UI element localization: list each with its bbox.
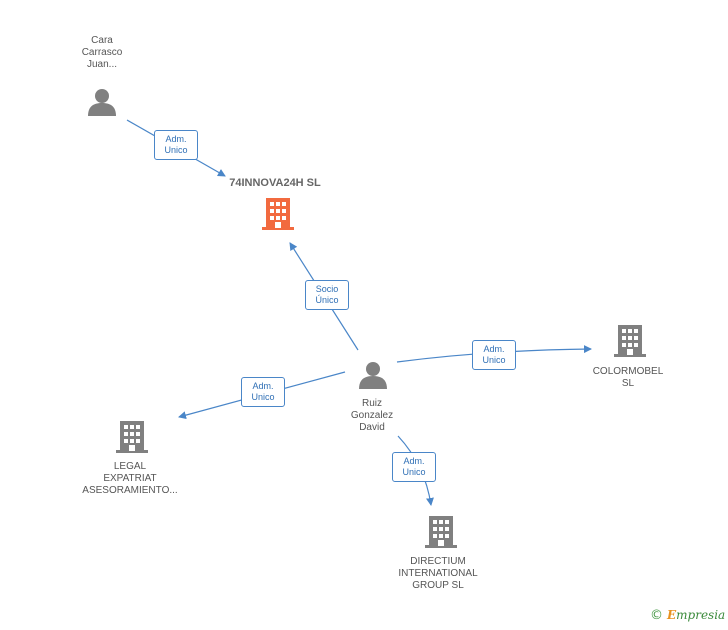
person-icon [88, 89, 116, 116]
building-icon [116, 421, 148, 453]
edge-label-ruiz-legal: Adm. Unico [241, 377, 285, 407]
node-label-ruiz[interactable]: Ruiz Gonzalez David [350, 398, 394, 433]
node-label-cara[interactable]: Cara Carrasco Juan... [81, 35, 123, 70]
edge-label-ruiz-innova: Socio Único [305, 280, 349, 310]
node-label-colormobel[interactable]: COLORMOBEL SL [592, 366, 664, 389]
node-label-directium[interactable]: DIRECTIUM INTERNATIONAL GROUP SL [398, 556, 478, 591]
building-icon [262, 198, 294, 230]
building-icon [614, 325, 646, 357]
node-label-74innova24h[interactable]: 74INNOVA24H SL [229, 177, 321, 189]
copyright-symbol: © [650, 608, 663, 623]
building-icon [425, 516, 457, 548]
brand-name: mpresia [676, 608, 726, 622]
edge-label-cara-innova: Adm. Unico [154, 130, 198, 160]
brand-initial: E [667, 608, 677, 622]
edge-label-ruiz-colormobel: Adm. Unico [472, 340, 516, 370]
empresia-logo[interactable]: © Empresia [650, 608, 725, 623]
person-icon [359, 362, 387, 389]
edge-label-ruiz-directium: Adm. Unico [392, 452, 436, 482]
node-label-legal[interactable]: LEGAL EXPATRIAT ASESORAMIENTO... [82, 461, 178, 496]
